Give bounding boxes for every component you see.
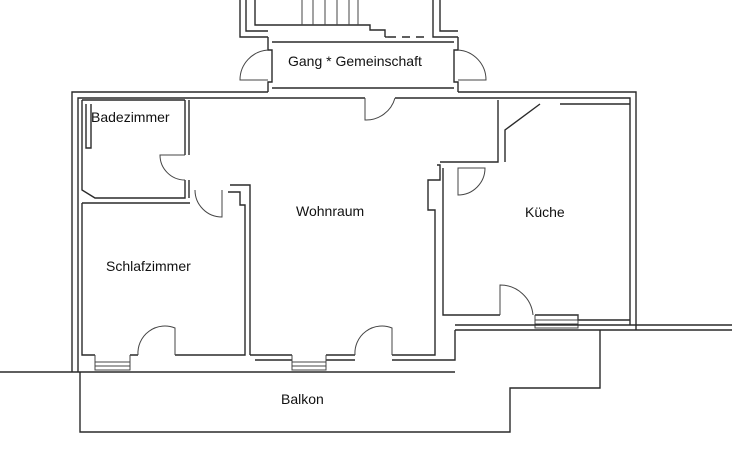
outer-walls [71,91,637,372]
badezimmer-walls [81,99,190,199]
wohnraum-walls [250,100,499,371]
room-label-gang: Gang * Gemeinschaft [288,53,422,69]
gang-walls [239,37,487,92]
stairwell [239,0,458,38]
room-label-badezimmer: Badezimmer [91,109,170,125]
room-label-wohnraum: Wohnraum [296,203,365,219]
room-label-schlafzimmer: Schlafzimmer [106,258,191,274]
room-label-kueche: Küche [525,204,565,220]
room-label-balkon: Balkon [281,391,324,407]
balkon-outline [0,330,601,433]
schlafzimmer-walls [81,184,251,371]
kueche-walls [440,103,732,331]
